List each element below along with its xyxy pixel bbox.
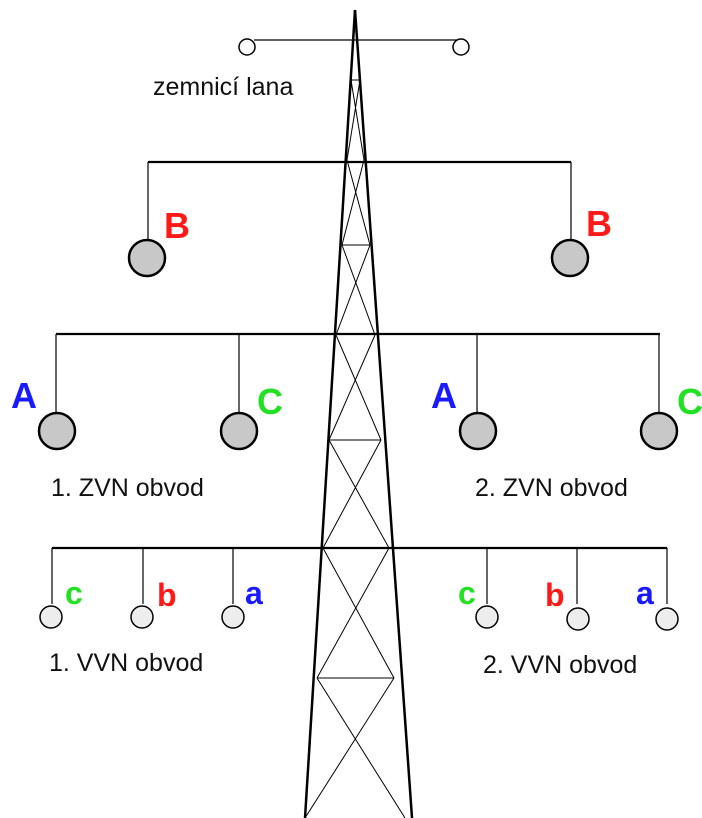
ground-wire-left bbox=[238, 38, 256, 56]
vvn-circuit-1-label: 1. VVN obvod bbox=[49, 649, 203, 677]
conductor-mid-1 bbox=[37, 411, 77, 451]
conductor-low-3 bbox=[221, 605, 245, 629]
phase-label-mid-4: C bbox=[677, 381, 702, 422]
crossarm-top bbox=[147, 160, 572, 243]
phase-label-low-5: b bbox=[545, 577, 565, 613]
phase-label-low-1: c bbox=[65, 575, 83, 611]
phase-label-top-left: B bbox=[164, 205, 190, 246]
ground-wire-right bbox=[452, 38, 470, 56]
phase-label-low-3: a bbox=[245, 575, 263, 611]
conductor-top-right bbox=[550, 238, 590, 278]
tower-bracing bbox=[304, 79, 406, 818]
phase-label-low-6: a bbox=[636, 575, 654, 611]
tower-lattice bbox=[303, 9, 414, 818]
conductor-low-2 bbox=[130, 605, 154, 629]
tower-leg-right bbox=[353, 9, 414, 818]
ground-wire-arm bbox=[238, 38, 470, 56]
conductor-mid-2 bbox=[219, 411, 259, 451]
crossarm-middle bbox=[55, 332, 660, 415]
crossarm-lower bbox=[51, 546, 668, 604]
conductor-low-6 bbox=[655, 607, 679, 631]
conductor-low-1 bbox=[39, 605, 63, 629]
phase-label-mid-2: C bbox=[257, 381, 283, 422]
phase-label-top-right: B bbox=[586, 203, 612, 244]
ground-wires-label: zemnicí lana bbox=[153, 73, 293, 101]
zvn-circuit-2-label: 2. ZVN obvod bbox=[475, 474, 628, 502]
conductor-low-5 bbox=[566, 607, 590, 631]
conductor-low-4 bbox=[475, 605, 499, 629]
phase-label-low-4: c bbox=[458, 575, 476, 611]
phase-label-low-2: b bbox=[157, 577, 177, 613]
tower-leg-left bbox=[303, 9, 357, 818]
vvn-circuit-2-label: 2. VVN obvod bbox=[483, 651, 637, 679]
conductor-top-left bbox=[127, 238, 167, 278]
phase-label-mid-3: A bbox=[431, 375, 457, 416]
zvn-circuit-1-label: 1. ZVN obvod bbox=[51, 474, 204, 502]
conductor-mid-3 bbox=[458, 411, 498, 451]
phase-label-mid-1: A bbox=[11, 375, 37, 416]
conductor-mid-4 bbox=[639, 411, 679, 451]
